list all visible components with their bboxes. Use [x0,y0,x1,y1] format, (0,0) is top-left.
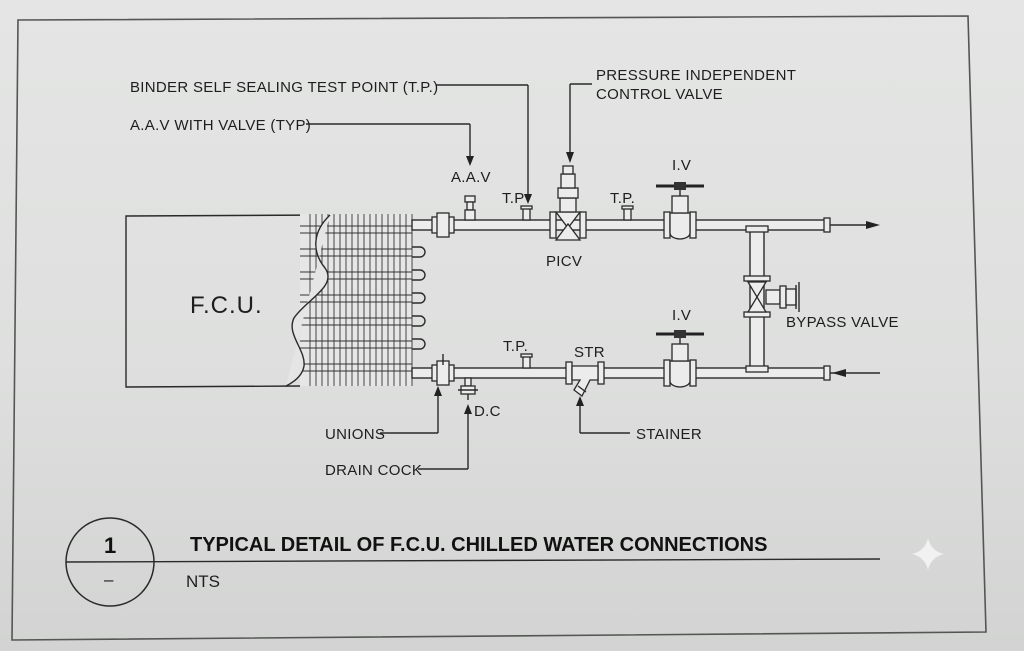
return-flow-arrow [832,369,846,377]
dc-label: D.C [474,403,501,420]
unions-label: UNIONS [325,426,385,443]
detail-number: 1 [104,533,116,558]
leader-lines [306,83,630,470]
strainer-label: STAINER [636,426,702,443]
sparkle-icon [912,538,944,570]
test-point-3 [520,353,533,369]
isolation-valve-bottom [656,330,704,388]
supply-flow-arrow [866,221,880,229]
union-supply [431,212,455,238]
fcu-unit: F.C.U. [125,214,426,388]
scale-label: NTS [186,572,220,591]
supply-pipe [411,217,880,233]
drain-cock [458,377,478,400]
tp-label-1: T.P [502,190,525,207]
tp-label-3: T.P. [503,338,528,355]
sheet-border [11,15,987,641]
bypass-valve-label: BYPASS VALVE [786,314,899,331]
detail-title: TYPICAL DETAIL OF F.C.U. CHILLED WATER C… [190,534,767,556]
title-block: 1 – TYPICAL DETAIL OF F.C.U. CHILLED WAT… [65,517,881,607]
aav-with-valve-label: A.A.V WITH VALVE (TYP) [130,117,311,134]
test-point-1 [520,205,533,221]
fcu-break-line [285,214,331,387]
aav-label: A.A.V [451,169,491,186]
binder-test-point-label: BINDER SELF SEALING TEST POINT (T.P.) [130,79,438,96]
strainer [565,361,605,397]
picv-description-line1: PRESSURE INDEPENDENT [596,67,796,84]
test-point-2 [621,205,634,221]
str-label: STR [574,344,605,361]
bypass-pipe [743,225,800,373]
fcu-label: F.C.U. [190,292,263,319]
picv-label: PICV [546,253,582,270]
coil-return-bends [412,246,426,350]
iv-label-bottom: I.V [672,307,691,324]
picv-valve [549,165,587,241]
return-pipe [411,365,880,381]
drain-cock-label: DRAIN COCK [325,462,422,479]
tp-label-2: T.P. [610,190,635,207]
detail-dash: – [104,570,114,589]
iv-label-top: I.V [672,157,691,174]
isolation-valve-top [656,182,704,240]
picv-description-line2: CONTROL VALVE [596,86,723,103]
bypass-valve [746,281,800,313]
union-return [431,354,455,386]
aav-valve [464,195,476,221]
